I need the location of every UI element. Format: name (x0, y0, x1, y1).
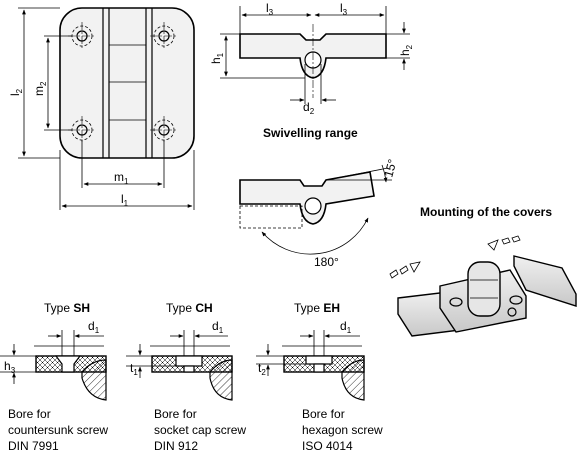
type-ch: Type CH t1 d1 Bore for socket cap screw … (126, 301, 246, 453)
swivel-ghost-leaf (239, 205, 303, 229)
d2-label: d2 (303, 100, 315, 116)
angle-180-label: 180° (314, 255, 339, 269)
mounting-title: Mounting of the covers (420, 205, 552, 219)
l3-label-left: l3 (266, 1, 274, 17)
l2-label: l2 (8, 88, 24, 96)
m2-label: m2 (32, 81, 48, 96)
type-sh-title: Type SH (44, 301, 90, 315)
angle-15-label: 15° (381, 157, 399, 178)
top-view: l2 m2 m1 l1 (8, 7, 195, 210)
type-sh: Type SH h3 d1 Bore for countersunk screw… (0, 301, 108, 453)
type-eh-desc2: hexagon screw (302, 423, 383, 437)
type-ch-desc2: socket cap screw (154, 423, 246, 437)
mounting-covers: Mounting of the covers (389, 205, 577, 337)
type-sh-desc2: countersunk screw (8, 423, 108, 437)
type-ch-desc1: Bore for (154, 407, 197, 421)
h1-label: h1 (209, 52, 225, 64)
type-ch-title: Type CH (166, 301, 213, 315)
type-sh-desc1: Bore for (8, 407, 51, 421)
swivel-range: Swivelling range 15° 180° (239, 126, 400, 269)
hinge-plate-outline (59, 7, 195, 159)
h2-label: h2 (398, 44, 414, 56)
d1-label-eh: d1 (340, 319, 352, 335)
h3-label: h3 (4, 359, 16, 375)
d1-label-ch: d1 (212, 319, 224, 335)
type-ch-desc3: DIN 912 (154, 439, 198, 453)
type-eh-desc3: ISO 4014 (302, 439, 353, 453)
m1-label: m1 (114, 170, 129, 186)
type-eh-desc1: Bore for (302, 407, 345, 421)
t2-label: t2 (258, 361, 266, 377)
t1-label: t1 (130, 361, 138, 377)
hinge-knuckle (467, 261, 501, 317)
arrow-right-icon (389, 261, 421, 279)
d1-label-sh: d1 (88, 319, 100, 335)
type-eh-title: Type EH (294, 301, 340, 315)
side-view: l3 l3 h1 h2 d2 (209, 1, 414, 116)
swivel-title: Swivelling range (263, 126, 358, 140)
type-eh: Type EH t2 d1 Bore for hexagon screw ISO… (256, 301, 383, 453)
l3-label-right: l3 (340, 1, 348, 17)
type-sh-desc3: DIN 7991 (8, 439, 59, 453)
l1-label: l1 (121, 192, 129, 208)
cover-right (513, 255, 577, 307)
arrow-left-icon (487, 235, 521, 251)
